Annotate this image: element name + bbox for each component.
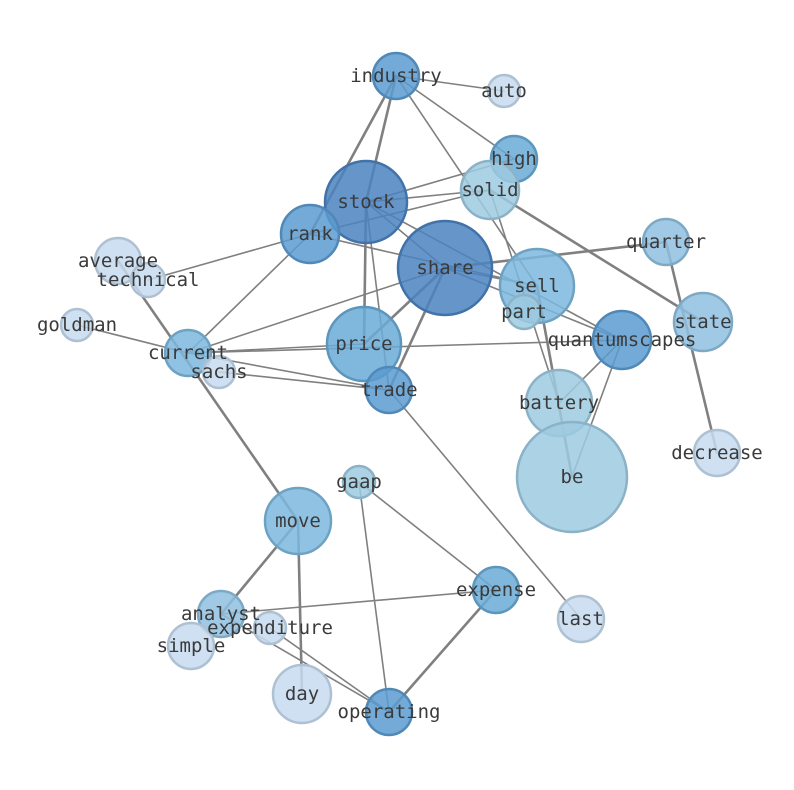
node-label-expenditure: expenditure [207,617,333,639]
node-label-rank: rank [287,223,333,245]
node-label-simple: simple [157,635,226,657]
edge-sachs-trade [218,371,390,391]
node-current[interactable] [163,328,213,378]
node-label-decrease: decrease [671,442,763,464]
node-label-share: share [416,257,473,279]
node-sachs[interactable] [201,354,237,390]
node-share[interactable] [396,219,494,317]
node-average[interactable] [93,236,143,286]
node-label-trade: trade [360,379,417,401]
node-industry[interactable] [371,51,421,101]
edge-trade-last [388,389,582,620]
node-label-analyst: analyst [181,603,261,625]
node-label-sell: sell [514,275,560,297]
node-label-goldman: goldman [37,314,117,336]
node-expenditure[interactable] [252,610,288,646]
node-label-auto: auto [481,80,527,102]
node-decrease[interactable] [692,428,742,478]
node-label-operating: operating [338,701,441,723]
node-label-technical: technical [97,269,200,291]
node-auto[interactable] [486,73,522,109]
edge-expenditure-operating [269,627,390,713]
node-label-move: move [275,510,321,532]
node-label-expense: expense [456,579,536,601]
node-label-last: last [558,608,604,630]
node-price[interactable] [325,305,403,383]
node-label-quarter: quarter [626,231,706,253]
edge-current-quantumscapes [187,339,623,354]
edge-expense-analyst [220,589,497,615]
node-part[interactable] [505,293,543,331]
node-last[interactable] [556,594,606,644]
edge-analyst-operating [220,613,390,713]
nodes-layer [59,51,742,737]
edge-solid-state [488,188,705,324]
node-gaap[interactable] [341,464,377,500]
node-label-price: price [335,333,392,355]
node-label-day: day [285,683,319,705]
node-quantumscapes[interactable] [591,309,653,371]
node-label-high: high [491,148,537,170]
node-label-industry: industry [350,65,442,87]
node-label-solid: solid [461,179,518,201]
node-simple[interactable] [166,621,216,671]
node-label-battery: battery [519,392,599,414]
node-analyst[interactable] [196,589,246,639]
edge-gaap-expense [358,481,497,591]
node-trade[interactable] [364,365,414,415]
node-label-gaap: gaap [336,471,382,493]
node-label-be: be [561,466,584,488]
node-expense[interactable] [471,565,521,615]
node-operating[interactable] [364,687,414,737]
node-solid[interactable] [459,159,521,221]
node-day[interactable] [271,663,333,725]
node-stock[interactable] [323,159,409,245]
node-label-current: current [148,342,228,364]
node-technical[interactable] [129,261,167,299]
edge-expense-operating [387,588,498,714]
node-rank[interactable] [279,203,341,265]
edge-average-move [116,259,300,523]
node-label-sachs: sachs [190,361,247,383]
node-goldman[interactable] [59,307,95,343]
node-label-stock: stock [337,191,395,213]
node-label-state: state [674,311,731,333]
edge-gaap-operating [358,481,390,713]
node-move[interactable] [263,486,333,556]
node-label-quantumscapes: quantumscapes [548,329,697,351]
edge-stock-quantumscapes [365,201,623,341]
node-label-average: average [78,250,158,272]
node-label-part: part [501,301,547,323]
node-be[interactable] [515,420,629,534]
node-state[interactable] [672,291,734,353]
node-quarter[interactable] [641,217,691,267]
